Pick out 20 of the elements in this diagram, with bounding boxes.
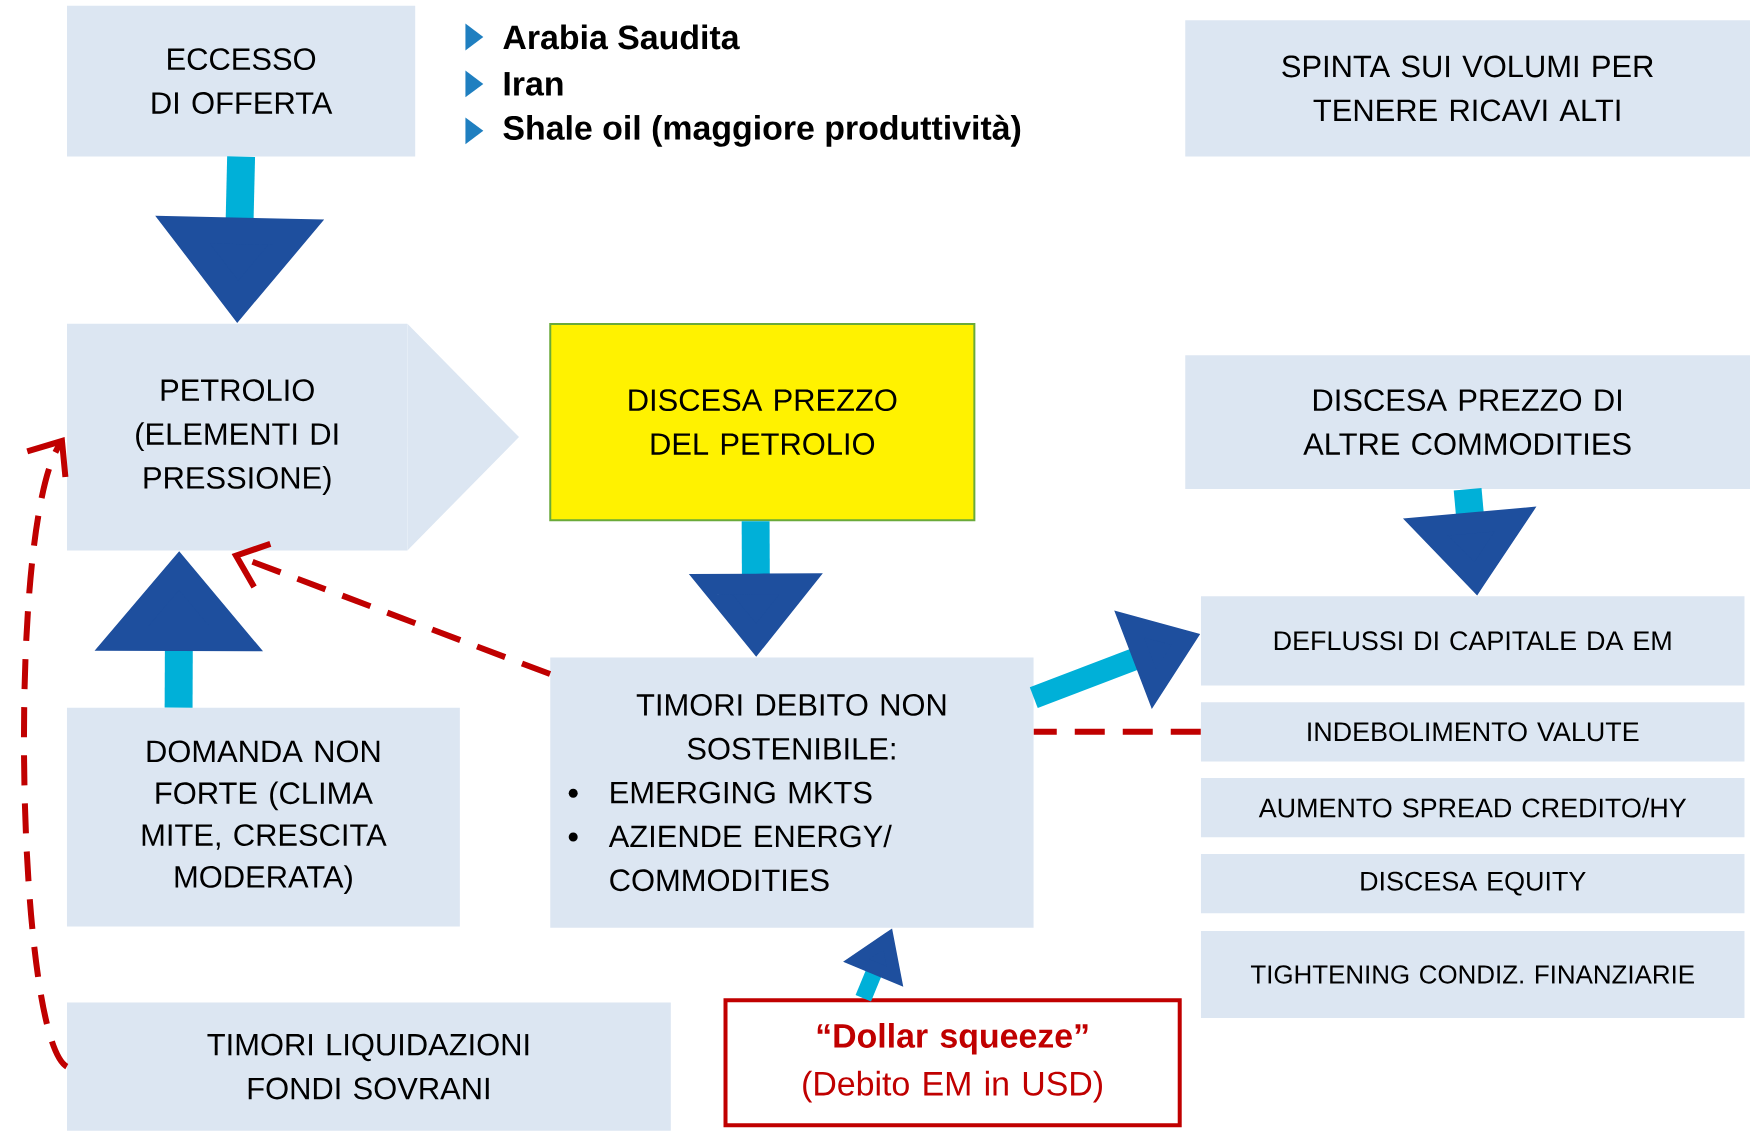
text-box: INDEBOLIMENTO VALUTE bbox=[1200, 702, 1745, 762]
dashed-arrow bbox=[21, 437, 70, 1069]
outlined-box: “Dollar squeeze” (Debito EM in USD) bbox=[723, 998, 1182, 1128]
text-box: AUMENTO SPREAD CREDITO/HY bbox=[1200, 778, 1745, 838]
bullet-item: Shale oil (maggiore produttività) bbox=[465, 114, 1021, 147]
text-box: SPINTA SUI VOLUMI PER TENERE RICAVI ALTI bbox=[1185, 20, 1750, 157]
text-box: DOMANDA NON FORTE (CLIMA MITE, CRESCITA MODERATA) bbox=[66, 707, 460, 927]
text-box: ECCESSO DI OFFERTA bbox=[67, 5, 416, 157]
text-box: TIMORI LIQUIDAZIONI FONDI SOVRANI bbox=[67, 1002, 671, 1131]
bullet-item: Arabia Saudita bbox=[465, 23, 740, 51]
text-box: DEFLUSSI DI CAPITALE DA EM bbox=[1200, 596, 1745, 686]
dashed-line bbox=[1033, 728, 1201, 735]
text-box: DISCESA PREZZO DI ALTRE COMMODITIES bbox=[1185, 355, 1750, 490]
text-box: TIMORI DEBITO NON SOSTENIBILE: EMERGING MKTS AZIENDE ENERGY/ COMMODITIES bbox=[550, 657, 1034, 928]
dashed-arrow bbox=[231, 541, 552, 677]
bullet-item: Iran bbox=[465, 70, 563, 98]
text-box: TIGHTENING CONDIZ. FINANZIARIE bbox=[1200, 930, 1745, 1019]
text-box: DISCESA EQUITY bbox=[1200, 854, 1745, 914]
highlighted-box: DISCESA PREZZO DEL PETROLIO bbox=[549, 322, 976, 522]
pentagon-arrow-box: PETROLIO (ELEMENTI DI PRESSIONE) bbox=[67, 323, 519, 551]
